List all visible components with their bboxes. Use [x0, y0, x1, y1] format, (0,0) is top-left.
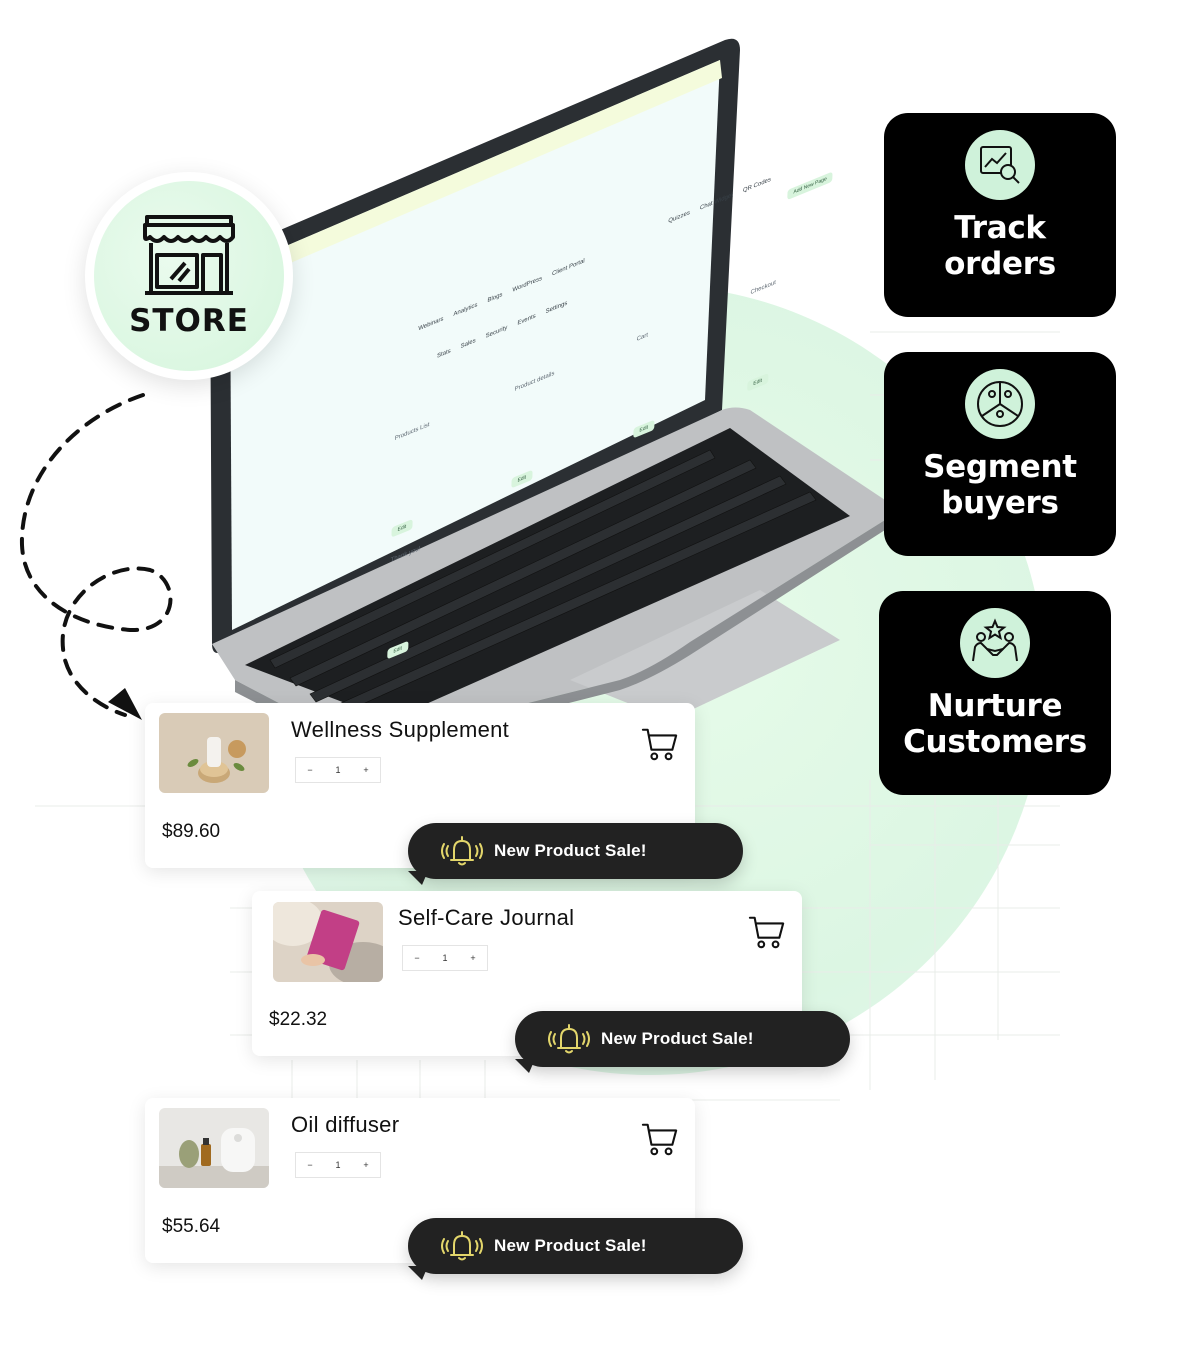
feature-title-line: Segment	[923, 449, 1077, 485]
product-price: $22.32	[269, 1009, 328, 1030]
cart-icon[interactable]	[641, 725, 679, 763]
nav-quizzes[interactable]: Quizzes	[668, 209, 691, 225]
product-price: $55.64	[162, 1216, 221, 1237]
nav-security[interactable]: Security	[485, 324, 508, 340]
nav-client-portal[interactable]: Client Portal	[551, 258, 585, 278]
tile-edit-button[interactable]: Edit	[391, 519, 413, 538]
feature-title-line: Customers	[903, 724, 1087, 760]
feature-title-line: Track	[954, 210, 1046, 246]
quantity-stepper: − 1 +	[402, 945, 488, 971]
feature-title-line: buyers	[941, 485, 1059, 521]
screen-nav-top: Quizzes Chat Widget QR Codes	[668, 177, 771, 225]
qty-value: 1	[442, 953, 448, 963]
tile-cart: Cart	[636, 332, 649, 343]
add-new-page-button[interactable]: Add New Page	[787, 171, 833, 201]
store-label: STORE	[129, 303, 249, 339]
nav-webinars[interactable]: Webinars	[418, 316, 444, 333]
qty-plus-button[interactable]: +	[363, 765, 369, 775]
new-product-sale-toast: New Product Sale!	[408, 823, 743, 885]
screen-nav-sub: Stats Sales Security Events Settings	[437, 300, 568, 360]
nav-analytics[interactable]: Analytics	[453, 302, 478, 319]
nav-sales[interactable]: Sales	[460, 337, 476, 351]
nav-settings[interactable]: Settings	[545, 300, 568, 316]
feature-title-line: orders	[944, 246, 1056, 282]
product-name: Oil diffuser	[291, 1112, 400, 1137]
nav-blogs[interactable]: Blogs	[487, 291, 503, 305]
product-image	[159, 1108, 269, 1188]
qty-value: 1	[335, 765, 341, 775]
qty-minus-button[interactable]: −	[307, 1160, 313, 1170]
toast-text: New Product Sale!	[494, 1236, 647, 1255]
nav-stats[interactable]: Stats	[436, 348, 451, 360]
store-badge-inner: STORE	[94, 181, 284, 371]
cart-icon[interactable]	[748, 913, 786, 951]
feature-card-segment-buyers: Segment buyers	[884, 352, 1116, 556]
bell-ringing-icon	[441, 836, 483, 866]
tile-edit-button[interactable]: Edit	[511, 469, 533, 489]
handshake-star-icon	[960, 608, 1030, 678]
nav-chat-widget[interactable]: Chat Widget	[699, 192, 734, 212]
product-name: Wellness Supplement	[291, 717, 510, 742]
product-price: $89.60	[162, 821, 221, 842]
qty-plus-button[interactable]: +	[363, 1160, 369, 1170]
toast-text: New Product Sale!	[494, 841, 647, 860]
qty-minus-button[interactable]: −	[414, 953, 420, 963]
qty-plus-button[interactable]: +	[470, 953, 476, 963]
feature-card-track-orders: Track orders	[884, 113, 1116, 317]
bell-ringing-icon	[548, 1024, 590, 1054]
feature-title: Segment buyers	[923, 449, 1077, 521]
nav-wordpress[interactable]: WordPress	[512, 275, 543, 294]
quantity-stepper: − 1 +	[295, 1152, 381, 1178]
tile-edit-button[interactable]: Edit	[633, 419, 655, 439]
feature-card-nurture-customers: Nurture Customers	[879, 591, 1111, 795]
toast-tail	[408, 1266, 428, 1280]
feature-title: Track orders	[944, 210, 1056, 282]
laptop-illustration: Quizzes Chat Widget QR Codes Webinars An…	[150, 30, 890, 790]
product-image	[159, 713, 269, 793]
toast-tail	[408, 871, 428, 885]
chart-magnifier-icon	[965, 130, 1035, 200]
tile-checkout: Checkout	[750, 279, 776, 297]
quantity-stepper: − 1 +	[295, 757, 381, 783]
screen-nav-mid: Webinars Analytics Blogs WordPress Clien…	[418, 258, 585, 332]
qty-value: 1	[335, 1160, 341, 1170]
dashed-arrow-icon	[19, 393, 173, 720]
tile-products-list: Products List	[394, 421, 430, 443]
nav-qr-codes[interactable]: QR Codes	[742, 176, 772, 195]
segmented-people-icon	[965, 369, 1035, 439]
nav-events[interactable]: Events	[517, 313, 536, 327]
feature-title: Nurture Customers	[903, 688, 1087, 760]
product-image	[273, 902, 383, 982]
tile-product-details: Product details	[514, 370, 555, 394]
product-name: Self-Care Journal	[398, 905, 575, 930]
toast-text: New Product Sale!	[601, 1029, 754, 1048]
new-product-sale-toast: New Product Sale!	[408, 1218, 743, 1280]
toast-tail	[515, 1059, 535, 1073]
feature-title-line: Nurture	[927, 688, 1063, 724]
tile-edit-button[interactable]: Edit	[747, 373, 769, 392]
laptop-body	[210, 38, 890, 751]
qty-minus-button[interactable]: −	[307, 765, 313, 775]
cart-icon[interactable]	[641, 1120, 679, 1158]
store-badge: STORE	[85, 172, 293, 380]
storefront-icon	[143, 215, 235, 295]
bell-ringing-icon	[441, 1231, 483, 1261]
new-product-sale-toast: New Product Sale!	[515, 1011, 850, 1073]
